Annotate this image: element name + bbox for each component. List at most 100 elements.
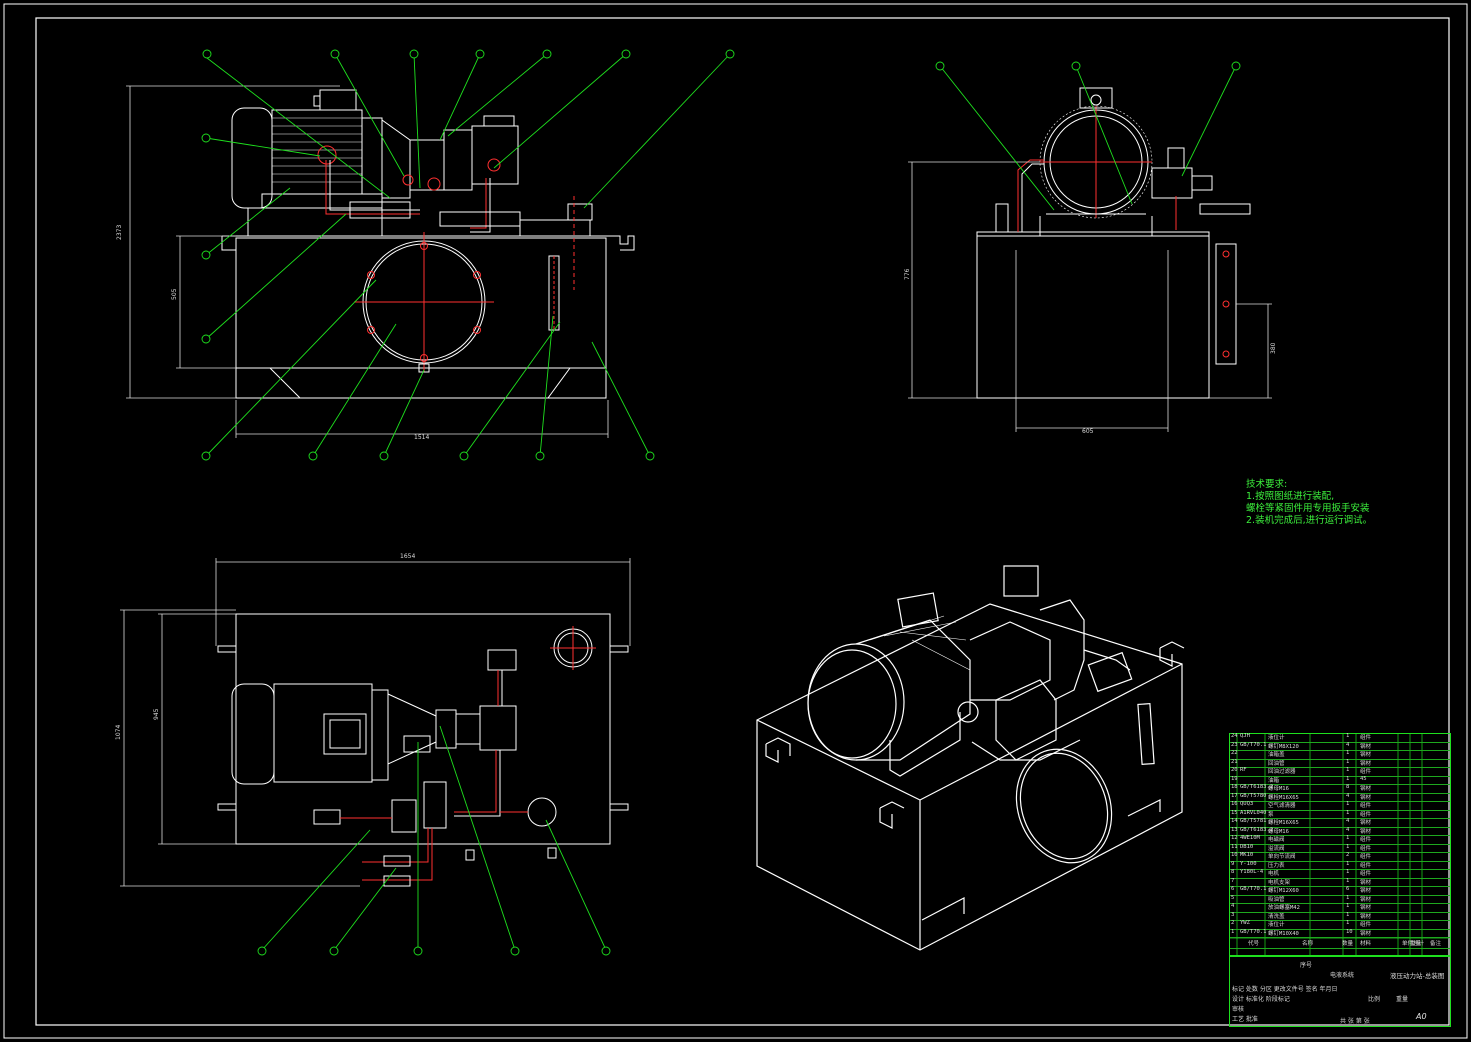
side-view — [976, 87, 1251, 399]
bom-cell-name: 电机支架 — [1268, 879, 1291, 886]
bom-cell-name: 压力表 — [1268, 862, 1285, 869]
bom-cell-qty: 1 — [1346, 767, 1350, 773]
bom-cell-mat: 45 — [1360, 775, 1367, 782]
bom-header-qty: 数量 — [1342, 941, 1354, 947]
bom-cell-qty: 1 — [1346, 903, 1350, 909]
bom-cell-mat: 组件 — [1360, 837, 1372, 843]
notes-line-3: 2.装机完成后,进行运行调试。 — [1246, 515, 1373, 526]
bom-cell-no: 17 — [1231, 792, 1238, 799]
bom-header: 代号名称数量材料单件总计重量备注 — [1230, 940, 1450, 949]
dim-top-depth: 1074 — [115, 725, 122, 740]
bom-cell-name: 螺钉M8X120 — [1268, 743, 1299, 750]
bom-cell-name: 螺栓M16X65 — [1268, 794, 1299, 801]
bom-cell-qty: 1 — [1346, 911, 1350, 918]
bom-cell-qty: 10 — [1346, 928, 1353, 935]
bom-cell-name: 空气滤清器 — [1268, 803, 1296, 809]
bom-cell-name: 螺母M16 — [1268, 786, 1289, 792]
iso-tank-outline — [756, 603, 1183, 951]
bom-cell-code: GB/T70.1 — [1240, 886, 1267, 892]
title-row-4: 工艺 批准 — [1232, 1016, 1258, 1023]
bom-cell-name: 吸油管 — [1268, 896, 1285, 903]
bom-cell-qty: 1 — [1346, 843, 1350, 850]
bom-cell-qty: 1 — [1346, 809, 1350, 816]
company-name: 电液系统 — [1330, 972, 1355, 979]
dim-front-width: 1514 — [414, 434, 429, 441]
bom-cell-mat: 组件 — [1360, 845, 1372, 852]
front-tank-body — [235, 237, 607, 399]
bom-cell-mat: 钢材 — [1360, 913, 1372, 920]
bom-cell-no: 22 — [1231, 750, 1238, 756]
top-solenoid-valve — [423, 781, 447, 829]
top-balloons — [257, 946, 611, 956]
bom-cell-qty: 4 — [1346, 741, 1350, 748]
bom-cell-mat: 组件 — [1360, 803, 1372, 809]
bom-cell-name: 泵 — [1268, 811, 1274, 818]
bom-cell-qty: 8 — [1346, 784, 1350, 790]
sheet-outer-border — [3, 3, 1468, 1039]
side-dimensions — [908, 161, 1272, 432]
bom-cell-mat: 钢材 — [1360, 752, 1372, 758]
bom-header-mat: 材料 — [1360, 941, 1372, 947]
bom-cell-qty: 1 — [1346, 894, 1350, 901]
bom-cell-name: 回油过滤器 — [1268, 769, 1296, 775]
top-motor-body — [273, 683, 373, 783]
bom-cell-no: 10 — [1231, 852, 1238, 858]
side-balloons — [935, 61, 1241, 71]
bom-cell-mat: 钢材 — [1360, 828, 1372, 835]
bom-cell-mat: 钢材 — [1360, 760, 1372, 767]
bom-cell-code: GB/T5780 — [1240, 792, 1267, 799]
bom-cell-name: 溢流阀 — [1268, 845, 1285, 852]
bom-cell-mat: 组件 — [1360, 769, 1372, 775]
top-dimensions — [120, 558, 631, 887]
bom-cell-name: 电磁阀 — [1268, 837, 1285, 843]
bom-cell-qty: 1 — [1346, 869, 1350, 875]
bom-cell-no: 5 — [1231, 894, 1235, 901]
notes-line-2: 螺栓等紧固件用专用扳手安装 — [1246, 503, 1370, 514]
bom-cell-qty: 1 — [1346, 775, 1350, 782]
bom-cell-no: 20 — [1231, 767, 1238, 773]
side-leaders — [939, 65, 1237, 211]
bom-cell-no: 3 — [1231, 911, 1235, 918]
bom-cell-code: GB/T70.1 — [1240, 741, 1267, 748]
bom-cell-code: QUQ3 — [1240, 801, 1254, 807]
bom-cell-no: 24 — [1231, 733, 1238, 739]
bom-header-unit: 单件 — [1402, 941, 1414, 947]
front-motor-fan-cover — [231, 107, 273, 209]
scale-label: 比例 — [1368, 996, 1381, 1003]
bom-cell-no: 18 — [1231, 784, 1238, 790]
title-row-2: 设计 标准化 阶段标记 — [1232, 996, 1290, 1003]
bom-cell-name: 液位计 — [1268, 922, 1285, 928]
bom-cell-mat: 钢材 — [1360, 930, 1372, 937]
bom-cell-code: RF — [1240, 767, 1247, 773]
front-leaders — [205, 53, 731, 457]
bom-cell-mat: 钢材 — [1360, 794, 1372, 801]
dim-top-width: 1654 — [400, 553, 415, 560]
bom-cell-no: 8 — [1231, 869, 1235, 875]
side-level-gauge — [1215, 243, 1237, 365]
bom-cell-qty: 6 — [1346, 886, 1350, 892]
bom-cell-name: 螺钉M10X40 — [1268, 930, 1299, 937]
bom-cell-no: 13 — [1231, 826, 1238, 833]
bom-cell-mat: 组件 — [1360, 871, 1372, 877]
bom-cell-qty: 1 — [1346, 860, 1350, 867]
bom-cell-name: 油箱 — [1268, 777, 1280, 784]
iso-cleaning-cover — [1015, 748, 1113, 864]
bom-cell-qty: 1 — [1346, 801, 1350, 807]
bom-cell-mat: 钢材 — [1360, 786, 1372, 792]
bom-cell-qty: 1 — [1346, 733, 1350, 739]
bom-cell-code: GB/T6183.2 — [1240, 784, 1274, 790]
bom-cell-qty: 2 — [1346, 852, 1350, 858]
